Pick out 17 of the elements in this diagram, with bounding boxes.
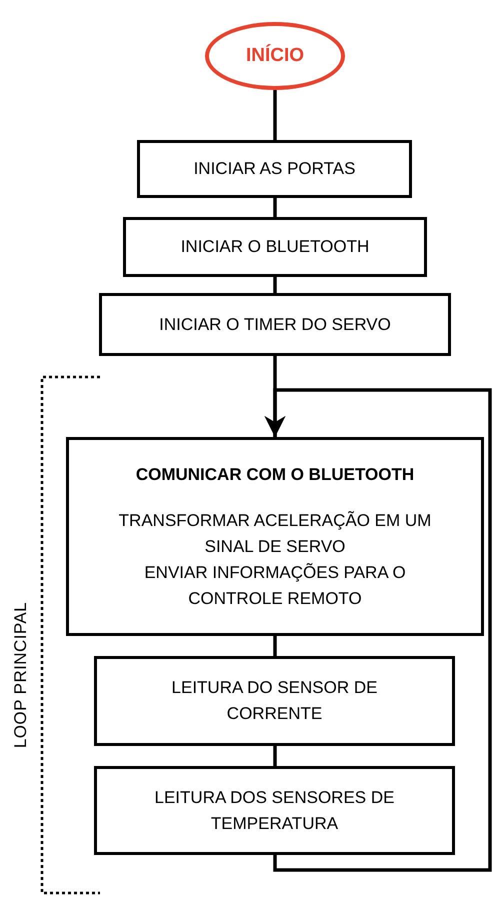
step-text: INÍCIO <box>246 43 304 68</box>
step-text: TRANSFORMAR ACELERAÇÃO EM UM SINAL DE SERVO <box>118 510 432 558</box>
step-text: ENVIAR INFORMAÇÕES PARA O CONTROLE REMOTO <box>143 562 407 610</box>
step-text: LEITURA DO SENSOR DE CORRENTE <box>170 677 378 725</box>
step-text: INICIAR O BLUETOOTH <box>180 236 370 258</box>
process-box <box>94 656 455 746</box>
step-text: INICIAR AS PORTAS <box>194 158 356 180</box>
loop-label: LOOP PRINCIPAL <box>10 602 32 748</box>
step-heading: COMUNICAR COM O BLUETOOTH <box>136 464 414 486</box>
connector-arrow <box>264 388 492 872</box>
process-box <box>137 140 412 198</box>
step-text: LEITURA DOS SENSORES DE TEMPERATURA <box>154 786 396 834</box>
process-box <box>99 293 451 356</box>
process-box <box>94 766 455 855</box>
step-text: INICIAR O TIMER DO SERVO <box>159 314 391 336</box>
process-box <box>66 437 484 636</box>
process-box <box>123 217 427 277</box>
